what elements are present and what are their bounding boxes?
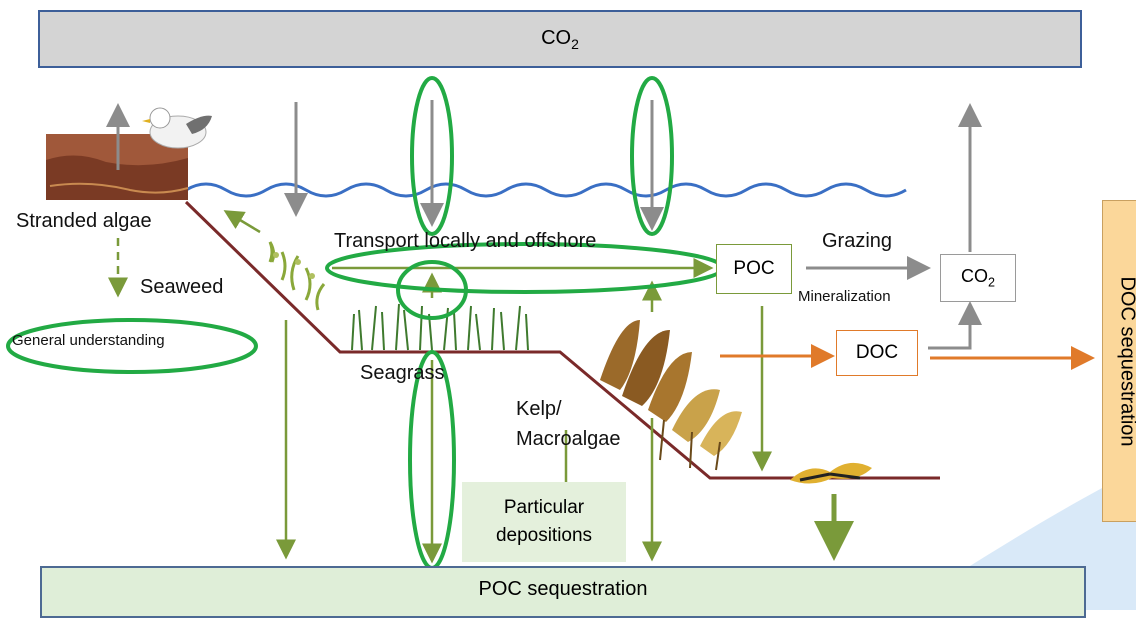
poc-label: POC <box>733 258 775 279</box>
seagrass-label: Seagrass <box>360 362 445 384</box>
seabed-profile-line <box>184 200 940 480</box>
grazing-label: Grazing <box>822 230 893 252</box>
transport-label: Transport locally and offshore <box>334 230 597 252</box>
atmosphere-co2-box: CO2 <box>38 10 1082 68</box>
highlight-ellipse-downward-1 <box>410 76 454 236</box>
mineralization-label: Mineralization <box>798 288 891 305</box>
highlight-ellipse-seagrass <box>396 260 468 320</box>
particular-depositions-line2: depositions <box>495 525 593 546</box>
water-surface-line <box>185 182 907 198</box>
poc-box: POC <box>716 244 792 294</box>
highlight-ellipse-downward-2 <box>630 76 674 236</box>
seagrass-illustration <box>351 303 529 351</box>
seaweed-illustration <box>268 241 326 311</box>
orange-flow-arrows <box>720 344 1095 370</box>
poc-sequestration-label: POC sequestration <box>478 578 648 600</box>
stranded-algae-photo <box>46 107 212 200</box>
doc-box: DOC <box>836 330 918 376</box>
mineralized-co2-label: CO2 <box>960 266 995 290</box>
doc-sequestration-label: DOC sequestration <box>1116 275 1136 447</box>
mineralized-co2-box: CO2 <box>940 254 1016 302</box>
kelp-illustration <box>600 320 742 471</box>
doc-sequestration-box: DOC sequestration <box>1102 200 1136 522</box>
kelp-label-line1: Kelp/ <box>516 398 562 420</box>
atmosphere-co2-label: CO2 <box>541 26 579 52</box>
kelp-label-line2: Macroalgae <box>516 428 621 450</box>
poc-sequestration-box: POC sequestration <box>40 566 1086 618</box>
gray-flow-arrows <box>106 100 982 350</box>
seaweed-label: Seaweed <box>140 276 224 298</box>
stranded-algae-label: Stranded algae <box>16 210 152 232</box>
particular-depositions-box: Particular depositions <box>462 482 626 562</box>
seabed-organism-illustration <box>790 462 872 484</box>
doc-label: DOC <box>855 342 899 363</box>
general-understanding-label: General understanding <box>12 332 165 349</box>
particular-depositions-line1: Particular <box>503 497 585 519</box>
highlight-ellipse-general <box>6 318 258 374</box>
